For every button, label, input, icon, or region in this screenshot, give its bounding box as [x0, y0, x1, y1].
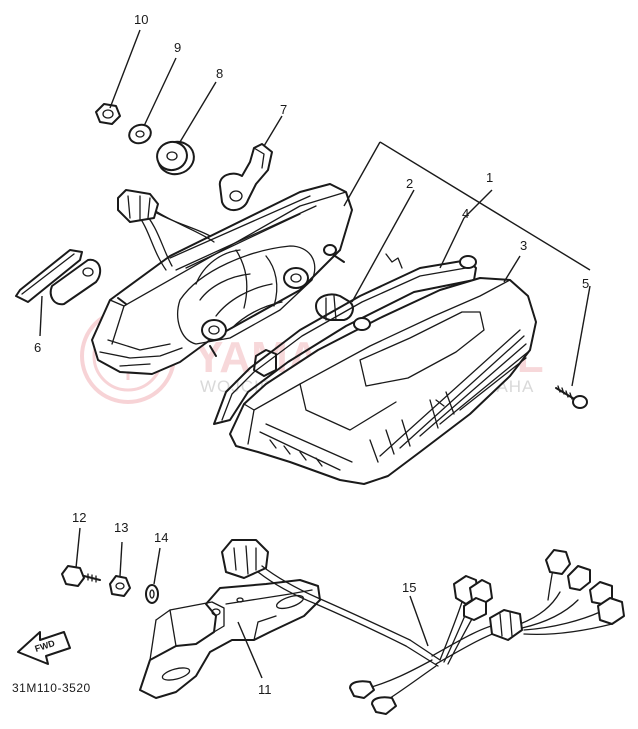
part-15-wire-harness	[221, 539, 625, 715]
callout-12: 12	[72, 510, 86, 525]
callout-9: 9	[174, 40, 181, 55]
part-6-bracket	[15, 249, 102, 306]
part-9-washer	[128, 123, 152, 145]
part-5-screw	[555, 385, 588, 409]
callout-4: 4	[462, 206, 469, 221]
taillight-base-housing	[91, 183, 353, 375]
callout-13: 13	[114, 520, 128, 535]
part-12-bolt	[61, 565, 101, 587]
callout-3: 3	[520, 238, 527, 253]
fwd-arrow: FWD	[17, 631, 71, 665]
leader-lines	[39, 29, 591, 679]
part-10-nut	[95, 103, 121, 125]
part-8-grommet	[156, 140, 195, 176]
part-4-gasket	[213, 259, 477, 425]
base-wiring	[117, 189, 215, 271]
part-11-bracket	[139, 579, 321, 699]
part-3-lens	[229, 255, 537, 485]
callout-6: 6	[34, 340, 41, 355]
callout-7: 7	[280, 102, 287, 117]
diagram-code: 31M110-3520	[12, 681, 91, 695]
callout-14: 14	[154, 530, 168, 545]
part-14-washer	[145, 584, 159, 604]
callout-15: 15	[402, 580, 416, 595]
callout-labels: 1 2 3 4 5 6 7 8 9 10 11 12 13 14 15	[34, 12, 589, 697]
part-13-nut	[109, 575, 131, 597]
callout-5: 5	[582, 276, 589, 291]
callout-2: 2	[406, 176, 413, 191]
callout-10: 10	[134, 12, 148, 27]
callout-8: 8	[216, 66, 223, 81]
callout-11: 11	[258, 682, 272, 697]
part-7-bracket	[218, 143, 273, 211]
callout-1: 1	[486, 170, 493, 185]
